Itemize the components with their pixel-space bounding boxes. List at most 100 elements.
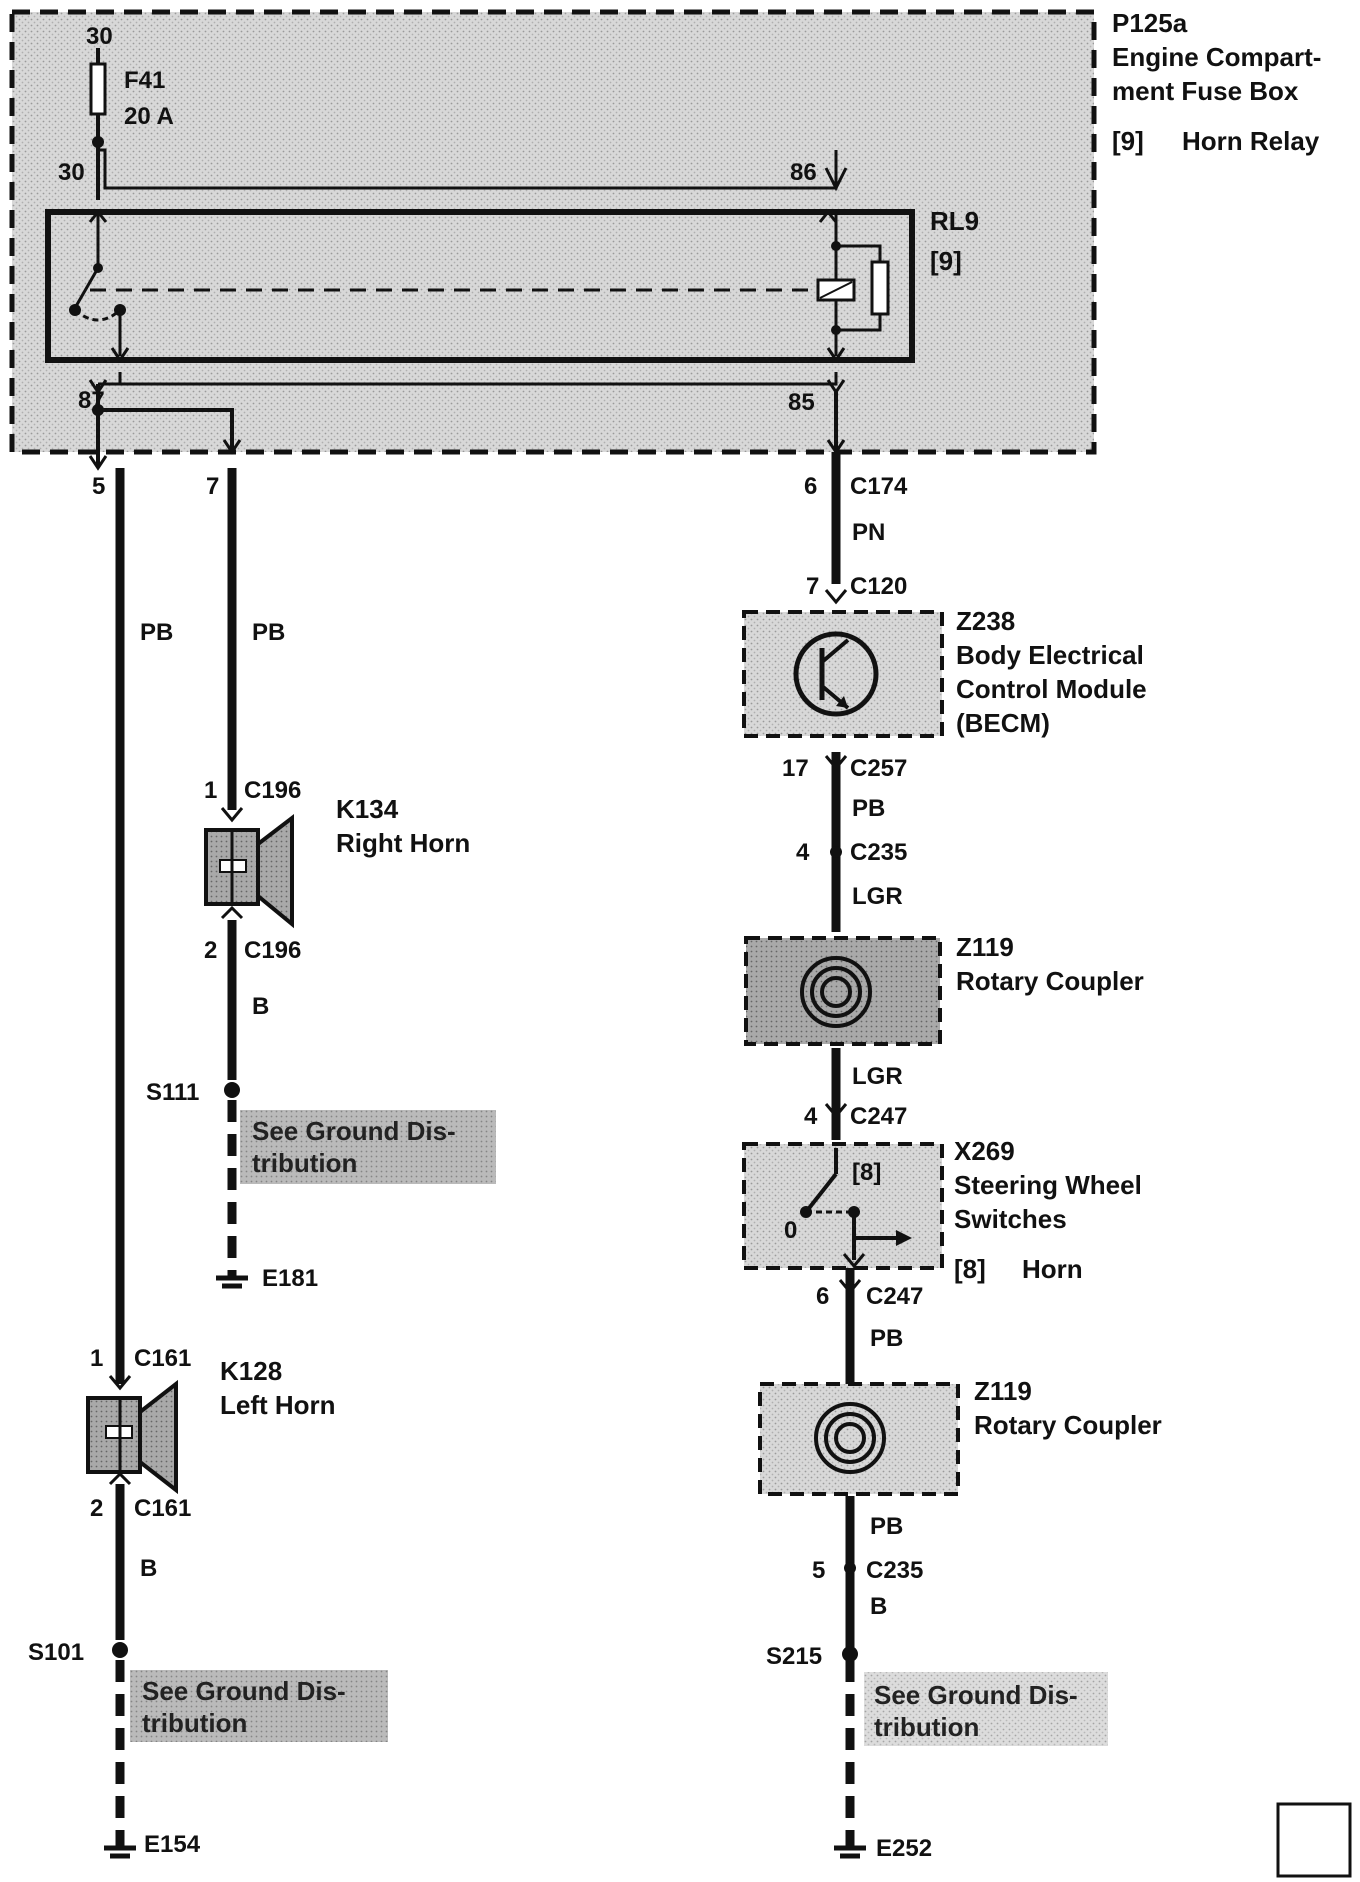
middle-horn-connector-top: C196 xyxy=(244,777,301,804)
coil-icon-2 xyxy=(814,1402,886,1474)
right-ground-note-line1: See Ground Dis- xyxy=(874,1680,1078,1710)
relay-pin-87-label: 87 xyxy=(78,387,105,414)
c257-pin-label: 17 xyxy=(782,755,809,782)
middle-horn-pin2: 2 xyxy=(204,937,217,964)
right-horn-k134 xyxy=(204,807,294,929)
middle-ground-note-line1: See Ground Dis- xyxy=(252,1116,456,1146)
switch-zero-position: 0 xyxy=(784,1217,797,1244)
coil-icon xyxy=(800,956,872,1028)
rotary-coupler-2-box xyxy=(758,1382,960,1496)
fuse-id: F41 xyxy=(124,67,165,94)
coupler-2-id: Z119 xyxy=(974,1376,1032,1406)
left-wire-top-color: PB xyxy=(140,619,173,646)
becm-z238-box xyxy=(742,610,944,738)
left-ground-note-line2: tribution xyxy=(142,1708,247,1738)
fuse-box-name-line2: ment Fuse Box xyxy=(1112,76,1299,106)
wire-pb-color-2: PB xyxy=(870,1325,903,1352)
left-horn-k128 xyxy=(86,1375,178,1495)
c174-pin-label: 6 xyxy=(804,473,817,500)
middle-splice-point xyxy=(224,1082,240,1098)
left-ground-note-box xyxy=(130,1670,388,1742)
wire-b-color: B xyxy=(870,1593,887,1620)
relay-feed-wire xyxy=(96,142,848,200)
wire-lgr-color-1: LGR xyxy=(852,883,903,910)
switch-slot-name: Horn xyxy=(1022,1254,1083,1284)
middle-splice-label: S111 xyxy=(146,1079,199,1106)
right-splice-point xyxy=(842,1646,858,1662)
left-horn-connector-bottom: C161 xyxy=(134,1495,191,1522)
relay-pin-86-label: 86 xyxy=(790,159,817,186)
left-wire-bottom-color: B xyxy=(140,1555,157,1582)
left-horn-name: Left Horn xyxy=(220,1390,336,1420)
c174-connector: C174 xyxy=(850,473,908,500)
right-splice-label: S215 xyxy=(766,1643,822,1670)
middle-horn-id: K134 xyxy=(336,794,399,824)
relay-slot: [9] xyxy=(930,246,962,276)
c235b-connector-mark xyxy=(844,1562,856,1574)
switch-slot: [8] xyxy=(954,1254,986,1284)
relay-id: RL9 xyxy=(930,206,979,236)
left-pin-label: 5 xyxy=(92,473,105,500)
c247a-pin-label: 4 xyxy=(804,1103,818,1130)
middle-ground-label: E181 xyxy=(262,1265,318,1292)
c235b-connector: C235 xyxy=(866,1557,923,1584)
left-ground-symbol xyxy=(104,1845,136,1859)
c235b-pin-label: 5 xyxy=(812,1557,825,1584)
right-ground-note-line2: tribution xyxy=(874,1712,979,1742)
fuse-terminal-label: 30 xyxy=(86,23,113,50)
becm-name-line3: (BECM) xyxy=(956,708,1050,738)
c120-connector: C120 xyxy=(850,573,907,600)
left-horn-pin2: 2 xyxy=(90,1495,103,1522)
wire-pn-color: PN xyxy=(852,519,885,546)
c247b-pin-label: 6 xyxy=(816,1283,829,1310)
fuse-rating: 20 A xyxy=(124,103,174,130)
right-ground-note-box xyxy=(864,1672,1108,1746)
relay-rl9-body xyxy=(45,209,915,363)
c257-connector: C257 xyxy=(850,755,907,782)
middle-horn-connector-bottom: C196 xyxy=(244,937,301,964)
middle-ground-note-line2: tribution xyxy=(252,1148,357,1178)
fuse-box-id: P125a xyxy=(1112,8,1188,38)
coupler-2-name: Rotary Coupler xyxy=(974,1410,1162,1440)
coupler-1-id: Z119 xyxy=(956,932,1014,962)
left-splice-point xyxy=(112,1642,128,1658)
c257-connector-mark xyxy=(824,755,848,771)
right-branch-wire xyxy=(831,452,855,1848)
wire-lgr-color-2: LGR xyxy=(852,1063,903,1090)
c235a-pin-label: 4 xyxy=(796,839,810,866)
relay-switch-contacts xyxy=(69,209,820,363)
rotary-coupler-1-box xyxy=(744,936,942,1046)
left-horn-id: K128 xyxy=(220,1356,282,1386)
fuse-box-slot-name: Horn Relay xyxy=(1182,126,1320,156)
c235a-connector: C235 xyxy=(850,839,907,866)
c120-pin-label: 7 xyxy=(806,573,819,600)
left-splice-label: S101 xyxy=(28,1639,84,1666)
middle-horn-name: Right Horn xyxy=(336,828,470,858)
coupler-1-name: Rotary Coupler xyxy=(956,966,1144,996)
middle-horn-pin1: 1 xyxy=(204,777,217,804)
fuse-box-slot: [9] xyxy=(1112,126,1144,156)
c247a-connector-mark xyxy=(824,1103,848,1119)
fuse-f41 xyxy=(89,48,107,148)
horn-switch-icon xyxy=(800,1148,912,1269)
c235a-connector-mark xyxy=(830,846,842,858)
becm-id: Z238 xyxy=(956,606,1015,636)
c120-connector-mark xyxy=(824,589,848,605)
right-ground-label: E252 xyxy=(876,1835,932,1862)
right-ground-symbol xyxy=(834,1845,866,1859)
left-horn-pin1: 1 xyxy=(90,1345,103,1372)
wire-pb-color-1: PB xyxy=(852,795,885,822)
middle-ground-note-box xyxy=(240,1110,496,1184)
fuse-box-name-line1: Engine Compart- xyxy=(1112,42,1321,72)
relay-coil xyxy=(816,209,890,363)
c247b-connector: C247 xyxy=(866,1283,923,1310)
switch-inner-slot: [8] xyxy=(852,1159,881,1186)
middle-wire-bottom-color: B xyxy=(252,993,269,1020)
becm-name-line1: Body Electrical xyxy=(956,640,1144,670)
switch-name-line1: Steering Wheel xyxy=(954,1170,1142,1200)
steering-wheel-switches-box xyxy=(742,1142,944,1270)
relay-output-87 xyxy=(88,372,242,471)
becm-name-line2: Control Module xyxy=(956,674,1147,704)
transistor-icon xyxy=(793,631,879,717)
